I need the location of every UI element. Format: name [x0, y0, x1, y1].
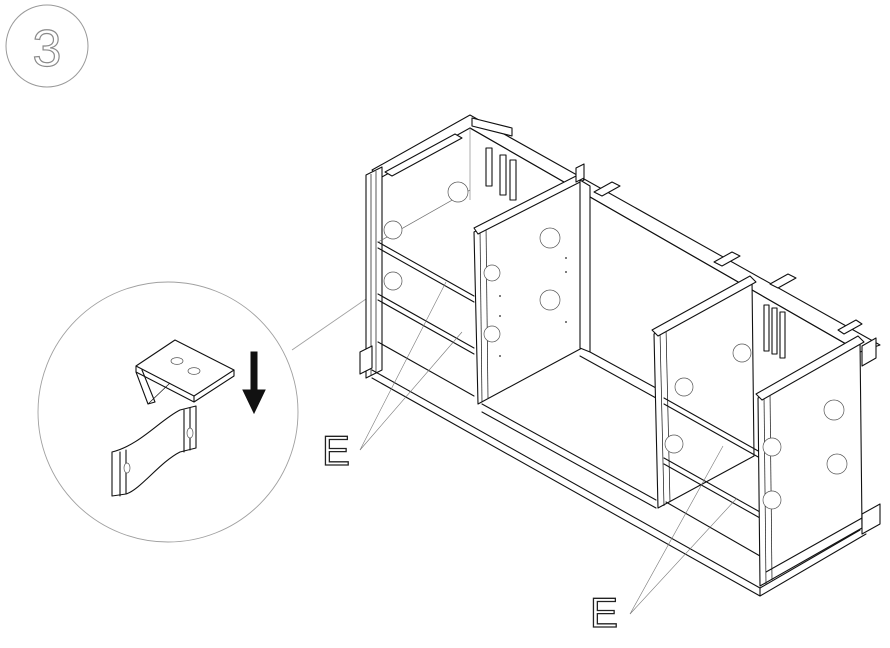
shelf-support-bracket-icon [111, 339, 235, 497]
down-arrow-icon [242, 351, 266, 415]
part-label-lower: E [589, 445, 738, 637]
step-badge: 3 [5, 4, 89, 88]
cabinet-assembly [359, 114, 881, 597]
part-label-e-upper: E [322, 427, 350, 474]
part-label-upper: E [321, 281, 463, 475]
part-label-e-lower: E [590, 589, 618, 636]
detail-callout [37, 281, 383, 543]
step-number: 3 [33, 20, 62, 78]
